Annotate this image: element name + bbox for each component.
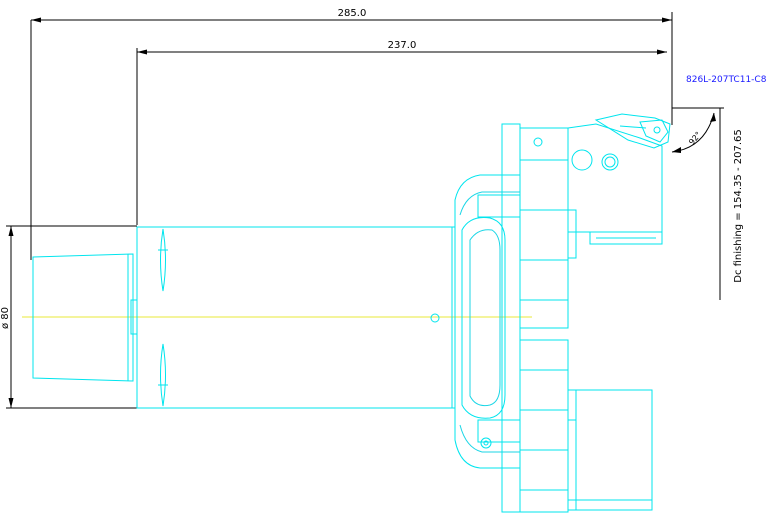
upper-carrier <box>567 113 671 245</box>
lower-block <box>567 389 653 511</box>
angle-label: 92° <box>687 130 703 147</box>
dimension-angle: 92° <box>671 112 716 153</box>
dim-body-length: 237.0 <box>388 40 417 51</box>
dim-diameter: ø 80 <box>0 307 11 329</box>
main-plate <box>501 123 577 513</box>
dimension-dc-finishing: Dc finishing = 154.35 - 207.65 <box>672 107 744 300</box>
dc-finishing-label: Dc finishing = 154.35 - 207.65 <box>733 129 744 283</box>
dimension-body: 237.0 <box>136 40 667 225</box>
dimension-overall: 285.0 <box>30 8 673 260</box>
tool-code-label: 826L-207TC11-C8HF <box>686 75 767 85</box>
dimension-diameter: ø 80 <box>0 225 137 409</box>
dim-overall-length: 285.0 <box>338 8 367 19</box>
adapter-flange <box>454 174 521 469</box>
